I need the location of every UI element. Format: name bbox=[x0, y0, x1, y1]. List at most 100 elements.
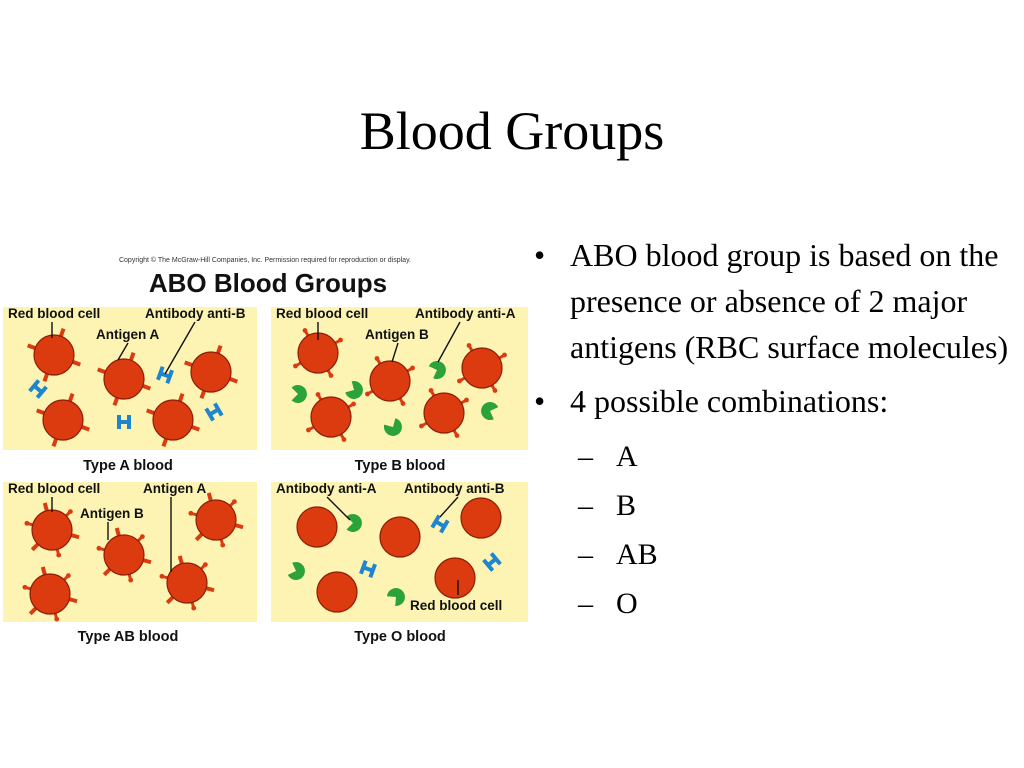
antibody-anti-b bbox=[482, 552, 502, 572]
red-blood-cell bbox=[419, 388, 469, 438]
antigen-b-tip bbox=[338, 337, 343, 343]
red-blood-cell bbox=[184, 345, 238, 399]
cell-body bbox=[166, 562, 208, 604]
bullet-dot-icon: • bbox=[534, 383, 546, 419]
dash-icon: – bbox=[578, 538, 593, 571]
caption-type-o: Type O blood bbox=[354, 629, 446, 645]
antigen-b-tip bbox=[306, 427, 311, 433]
antibody-anti-b-shape bbox=[204, 402, 224, 422]
cell-body bbox=[310, 396, 352, 438]
cell-body bbox=[103, 358, 145, 400]
antibody-anti-b-shape bbox=[28, 379, 48, 399]
antigen-b-tip bbox=[293, 363, 298, 369]
bullet-dot-icon: • bbox=[534, 237, 546, 273]
antigen-b-tip bbox=[188, 510, 194, 516]
pointer-line bbox=[117, 342, 129, 361]
sub-item-text: O bbox=[616, 587, 638, 620]
red-blood-cell bbox=[146, 393, 200, 447]
antigen-b-tip bbox=[365, 391, 370, 397]
antibody-anti-b-shape bbox=[117, 415, 131, 429]
antibody-anti-b bbox=[117, 415, 131, 429]
antibody-anti-b-shape bbox=[430, 514, 450, 534]
antigen-b-tip bbox=[220, 542, 226, 548]
sub-item: – A bbox=[530, 432, 1010, 481]
dash-icon: – bbox=[578, 440, 593, 473]
red-blood-cell bbox=[379, 516, 421, 558]
bullet-item: • 4 possible combinations: bbox=[530, 378, 1010, 424]
antigen-b-tip bbox=[54, 616, 60, 622]
caption-type-ab: Type AB blood bbox=[78, 629, 179, 645]
antibody-anti-b-shape bbox=[482, 552, 502, 572]
bullet-text: ABO blood group is based on the presence… bbox=[570, 237, 1009, 365]
antibody-anti-b-shape bbox=[359, 560, 377, 578]
label-antibody-anti-a: Antibody anti-A bbox=[276, 481, 377, 496]
label-antibody-anti-b: Antibody anti-B bbox=[145, 306, 246, 321]
antigen-b-tip bbox=[400, 401, 406, 406]
antibody-anti-a bbox=[481, 402, 499, 421]
antigen-b-tip bbox=[351, 401, 356, 407]
antibody-anti-a-shape bbox=[345, 380, 363, 399]
red-blood-cell bbox=[434, 557, 476, 599]
antigen-b-tip bbox=[454, 433, 460, 438]
antigen-b-tip bbox=[302, 328, 308, 333]
antibody-anti-a-shape bbox=[386, 588, 405, 607]
antibody-anti-a bbox=[386, 588, 405, 607]
antibody-anti-a-shape bbox=[346, 513, 362, 532]
cell-body bbox=[461, 347, 503, 389]
cell-body bbox=[33, 334, 75, 376]
antibody-anti-a-shape bbox=[291, 384, 307, 403]
cell-body bbox=[29, 573, 71, 615]
antigen-b-tip bbox=[315, 392, 321, 397]
antibody-anti-a-shape bbox=[383, 418, 402, 436]
antibody-anti-a-shape bbox=[428, 361, 446, 379]
figure-title: ABO Blood Groups bbox=[149, 268, 387, 298]
antibody-anti-b bbox=[430, 514, 450, 534]
antigen-b-tip bbox=[341, 437, 347, 442]
red-blood-cell bbox=[316, 571, 358, 613]
antigen-b-tip bbox=[419, 423, 424, 429]
antigen-b-tip bbox=[67, 509, 73, 515]
antigen-b-tip bbox=[22, 584, 28, 590]
antigen-b-tip bbox=[65, 573, 71, 579]
pointer-lines bbox=[51, 321, 461, 595]
label-red-blood-cell: Red blood cell bbox=[276, 306, 368, 321]
antigen-b-tip bbox=[202, 562, 208, 568]
antigen-b-tip bbox=[374, 356, 380, 361]
pointer-line bbox=[164, 321, 196, 375]
dash-icon: – bbox=[578, 489, 593, 522]
cell-body bbox=[460, 497, 502, 539]
cell-body bbox=[190, 351, 232, 393]
antigen-b-tip bbox=[464, 397, 469, 403]
antibody-anti-a-shape bbox=[481, 402, 499, 421]
cell-body bbox=[152, 399, 194, 441]
sub-item-text: B bbox=[616, 489, 637, 522]
red-blood-cell bbox=[36, 393, 90, 447]
red-blood-cell bbox=[159, 555, 215, 611]
pointer-line bbox=[391, 342, 399, 363]
cell-body bbox=[423, 392, 465, 434]
red-blood-cell bbox=[27, 328, 81, 382]
caption-type-a: Type A blood bbox=[83, 458, 173, 474]
caption-type-b: Type B blood bbox=[355, 458, 446, 474]
antigen-b-tip bbox=[128, 577, 134, 583]
label-antigen-b: Antigen B bbox=[80, 506, 144, 521]
red-blood-cell bbox=[365, 356, 415, 406]
cell-body bbox=[195, 499, 237, 541]
sub-item: – O bbox=[530, 579, 1010, 628]
abo-blood-groups-figure: Copyright © The McGraw-Hill Companies, I… bbox=[3, 256, 528, 645]
antigen-b-tip bbox=[56, 552, 62, 558]
figure-shapes bbox=[22, 328, 507, 622]
pointer-line bbox=[437, 321, 461, 363]
red-blood-cell bbox=[96, 527, 152, 583]
antibody-anti-a bbox=[346, 513, 362, 532]
red-blood-cell bbox=[296, 506, 338, 548]
label-antigen-a: Antigen A bbox=[143, 481, 206, 496]
slide-title: Blood Groups bbox=[359, 101, 665, 161]
cell-body bbox=[434, 557, 476, 599]
dash-icon: – bbox=[578, 587, 593, 620]
cell-body bbox=[296, 506, 338, 548]
figure-copyright: Copyright © The McGraw-Hill Companies, I… bbox=[119, 256, 411, 264]
label-antibody-anti-a: Antibody anti-A bbox=[415, 306, 516, 321]
antigen-b-tip bbox=[191, 605, 197, 611]
antigen-b-tip bbox=[428, 388, 434, 393]
